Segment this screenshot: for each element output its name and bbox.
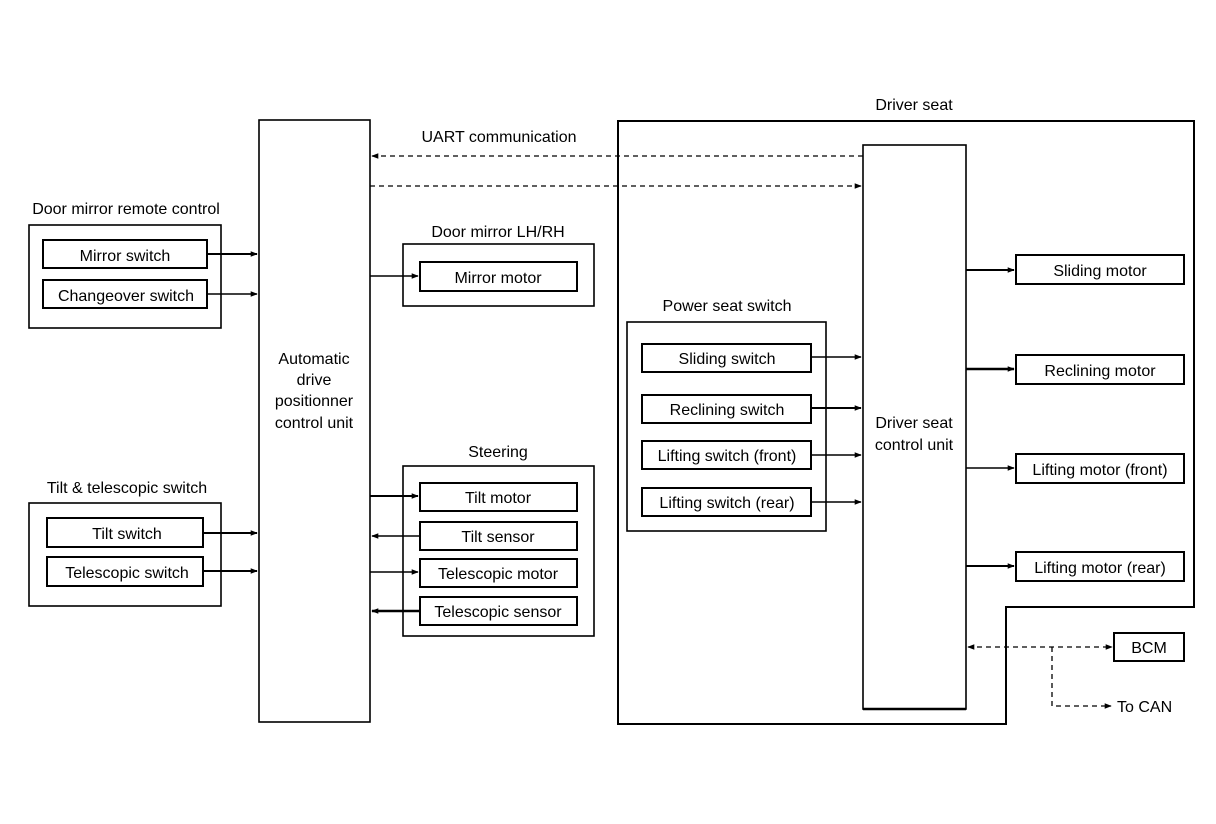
lifting-switch-rear-label: Lifting switch (rear) bbox=[659, 495, 794, 512]
sliding-motor-box bbox=[1015, 254, 1185, 285]
lifting-motor-front-box bbox=[1015, 453, 1185, 484]
can-link bbox=[1051, 647, 1112, 709]
driver-seat-control-unit bbox=[862, 144, 967, 710]
power-seat-switch-title: Power seat switch bbox=[663, 298, 792, 315]
lifting-switch-rear-box bbox=[641, 487, 812, 517]
door-mirror-title: Door mirror LH/RH bbox=[431, 224, 564, 241]
reclining-motor-label: Reclining motor bbox=[1044, 363, 1156, 380]
uart-label: UART communication bbox=[421, 129, 576, 146]
telescopic-sensor-label: Telescopic sensor bbox=[434, 604, 562, 621]
mirror-motor-label: Mirror motor bbox=[454, 270, 542, 287]
lifting-motor-rear-box bbox=[1015, 551, 1185, 582]
adp-unit-label-4: control unit bbox=[275, 415, 354, 432]
mirror-switch-label: Mirror switch bbox=[80, 248, 171, 265]
telescopic-motor-label: Telescopic motor bbox=[438, 566, 559, 583]
to-can-label: To CAN bbox=[1117, 699, 1172, 716]
reclining-motor-box bbox=[1015, 354, 1185, 385]
bcm-label: BCM bbox=[1131, 640, 1167, 657]
bcm-box bbox=[1113, 632, 1185, 662]
driver-seat-cu-label-2: control unit bbox=[875, 437, 954, 454]
driver-seat-cu-label-1: Driver seat bbox=[875, 415, 953, 432]
tilt-motor-label: Tilt motor bbox=[465, 490, 532, 507]
telescopic-motor-box bbox=[419, 558, 578, 588]
tilt-telescopic-title: Tilt & telescopic switch bbox=[47, 480, 207, 497]
sliding-switch-box bbox=[641, 343, 812, 373]
adp-unit-label-2: drive bbox=[297, 372, 332, 389]
adp-control-unit bbox=[258, 119, 371, 723]
steering-title: Steering bbox=[468, 444, 528, 461]
reclining-switch-box bbox=[641, 394, 812, 424]
sliding-motor-label: Sliding motor bbox=[1053, 263, 1147, 280]
lifting-switch-front-label: Lifting switch (front) bbox=[658, 448, 797, 465]
lifting-motor-front-label: Lifting motor (front) bbox=[1032, 462, 1167, 479]
tilt-switch-label: Tilt switch bbox=[92, 526, 162, 543]
driver-seat-title: Driver seat bbox=[875, 97, 953, 114]
adp-unit-label-3: positionner bbox=[275, 393, 354, 410]
mirror-switch-box bbox=[42, 239, 208, 269]
driver-seat-boundary bbox=[617, 120, 1195, 725]
lifting-switch-front-box bbox=[641, 440, 812, 470]
telescopic-switch-label: Telescopic switch bbox=[65, 565, 189, 582]
changeover-switch-label: Changeover switch bbox=[58, 288, 194, 305]
mirror-motor-box bbox=[419, 261, 578, 292]
lifting-motor-rear-label: Lifting motor (rear) bbox=[1034, 560, 1166, 577]
tilt-sensor-label: Tilt sensor bbox=[461, 529, 535, 546]
reclining-switch-label: Reclining switch bbox=[670, 402, 785, 419]
adp-unit-label-1: Automatic bbox=[278, 351, 349, 368]
telescopic-sensor-box bbox=[419, 596, 578, 626]
door-mirror-remote-title: Door mirror remote control bbox=[32, 201, 220, 218]
tilt-motor-box bbox=[419, 482, 578, 512]
sliding-switch-label: Sliding switch bbox=[679, 351, 776, 368]
